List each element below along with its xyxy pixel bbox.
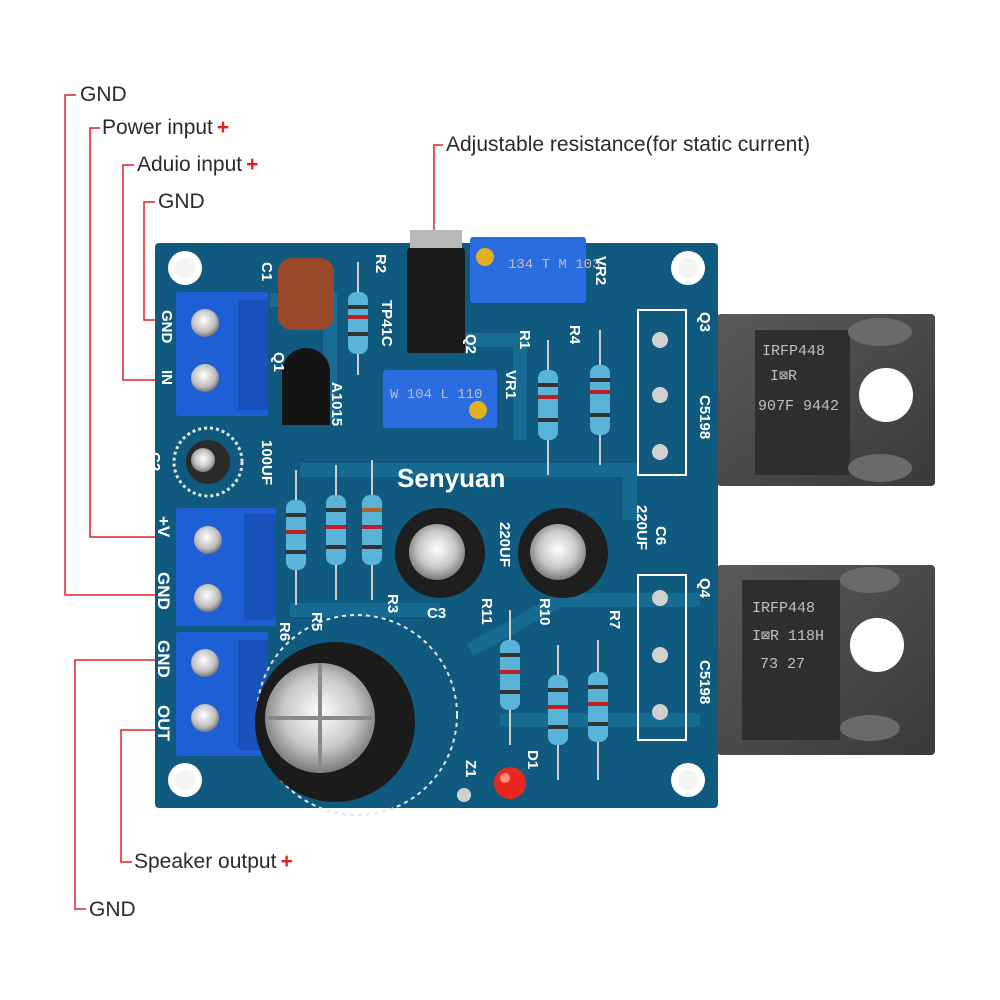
label-gnd-mid: GND <box>154 572 173 610</box>
callout-gnd-top-text: GND <box>80 83 127 106</box>
callout-speaker-output-text: Speaker output <box>134 850 277 873</box>
label-a1015: A1015 <box>328 382 345 426</box>
mosfet-bottom-line3: 73 27 <box>760 656 805 673</box>
plus-icon: + <box>216 116 230 139</box>
label-tp41c: TP41C <box>378 300 395 347</box>
label-r2: R2 <box>372 254 389 273</box>
mosfet-bottom <box>717 565 935 755</box>
resistor-r5 <box>326 465 346 600</box>
label-z1: Z1 <box>462 760 479 778</box>
capacitor-c3 <box>395 508 485 598</box>
silkscreen-labels: Senyuan C1 R2 TP41C Q2 VR2 Q3 GND IN Q1 … <box>146 254 713 778</box>
resistors <box>286 262 610 780</box>
label-220uf-left: 220UF <box>496 522 513 567</box>
label-c1: C1 <box>258 262 275 281</box>
mosfet-top-line3: 907F 9442 <box>758 398 839 415</box>
callout-gnd-top: GND <box>80 83 127 107</box>
label-r10: R10 <box>536 598 553 626</box>
label-d1: D1 <box>524 750 541 769</box>
mounting-holes <box>168 251 705 797</box>
label-q3: Q3 <box>696 312 713 332</box>
label-q2: Q2 <box>462 334 479 354</box>
label-220uf-right: 220UF <box>633 505 650 550</box>
callout-adjustable-text: Adjustable resistance(for static current… <box>446 133 811 156</box>
mosfet-top <box>717 314 935 486</box>
line-power-input <box>89 127 158 538</box>
label-q4: Q4 <box>696 578 713 599</box>
label-r7: R7 <box>606 610 623 629</box>
line-gnd-bottom <box>74 659 190 910</box>
capacitor-main <box>255 614 458 816</box>
plus-icon: + <box>246 153 259 176</box>
label-c2: C2 <box>146 452 163 471</box>
mosfet-bottom-line1: IRFP448 <box>752 600 815 617</box>
label-vr2: VR2 <box>592 256 609 285</box>
callout-gnd-bottom: GND <box>89 898 136 922</box>
callout-gnd-bottom-text: GND <box>89 898 136 921</box>
callout-speaker-output: Speaker output+ <box>134 850 293 874</box>
callout-lines <box>64 94 443 910</box>
footprint-q3 <box>637 309 687 476</box>
mosfet-top-line2: I⊠R <box>770 368 797 385</box>
plus-icon: + <box>280 850 293 873</box>
label-r6: R6 <box>276 622 293 641</box>
mosfet-bottom-line2: I⊠R 118H <box>752 628 824 645</box>
label-c3: C3 <box>427 605 446 622</box>
resistor-r1 <box>538 340 558 475</box>
label-r4: R4 <box>566 325 583 345</box>
label-c5198-bottom: C5198 <box>696 660 713 704</box>
label-in-left: IN <box>158 370 175 385</box>
terminal-block-power[interactable] <box>176 508 276 626</box>
resistor-r4 <box>590 330 610 465</box>
callout-gnd-signal-text: GND <box>158 190 205 213</box>
line-audio-input <box>122 164 186 381</box>
label-100uf: 100UF <box>258 440 275 485</box>
label-gnd-left: GND <box>158 310 175 344</box>
footprint-q4 <box>637 574 687 741</box>
label-r3: R3 <box>384 594 401 613</box>
callout-power-input: Power input+ <box>102 116 229 140</box>
terminal-block-input[interactable] <box>176 292 268 416</box>
transistor-tp41c <box>407 230 465 353</box>
label-c6: C6 <box>652 526 669 545</box>
terminal-block-output[interactable] <box>176 632 268 756</box>
trimmer-vr2[interactable]: 134 T M 103 <box>470 237 600 303</box>
callout-adjustable-resistance: Adjustable resistance(for static current… <box>446 133 810 157</box>
callout-gnd-signal: GND <box>158 190 205 214</box>
resistor-r7 <box>588 640 608 780</box>
label-plus-v: +V <box>154 516 173 538</box>
resistor-r10 <box>548 645 568 780</box>
label-r5: R5 <box>308 612 325 631</box>
label-r11: R11 <box>478 598 495 625</box>
brand-label: Senyuan <box>397 463 505 493</box>
trimmer-vr1-marking: W 104 L 110 <box>390 387 482 403</box>
label-vr1: VR1 <box>502 370 519 399</box>
capacitor-c6 <box>518 508 608 598</box>
label-gnd-out: GND <box>154 640 173 678</box>
callout-power-input-text: Power input <box>102 116 213 139</box>
trimmer-vr1[interactable]: W 104 L 110 <box>383 370 497 428</box>
callout-audio-input: Aduio input+ <box>137 153 258 177</box>
label-out: OUT <box>154 705 173 742</box>
label-c5198-top: C5198 <box>696 395 713 439</box>
resistor-r6 <box>286 470 306 605</box>
resistor-r3 <box>362 460 382 600</box>
mosfet-top-line1: IRFP448 <box>762 343 825 360</box>
label-q1: Q1 <box>270 352 287 372</box>
capacitor-c1 <box>278 258 334 330</box>
resistor-r2 <box>348 262 368 375</box>
callout-audio-input-text: Aduio input <box>137 153 243 176</box>
label-r1: R1 <box>516 330 533 349</box>
pad-z1 <box>457 788 471 802</box>
line-gnd-top <box>64 94 158 596</box>
capacitor-c2 <box>172 426 244 498</box>
led-d1 <box>494 767 526 799</box>
line-adjustable <box>433 144 443 240</box>
transistor-a1015 <box>282 348 330 425</box>
trimmer-vr2-marking: 134 T M 103 <box>508 257 600 273</box>
resistor-r11 <box>500 610 520 745</box>
